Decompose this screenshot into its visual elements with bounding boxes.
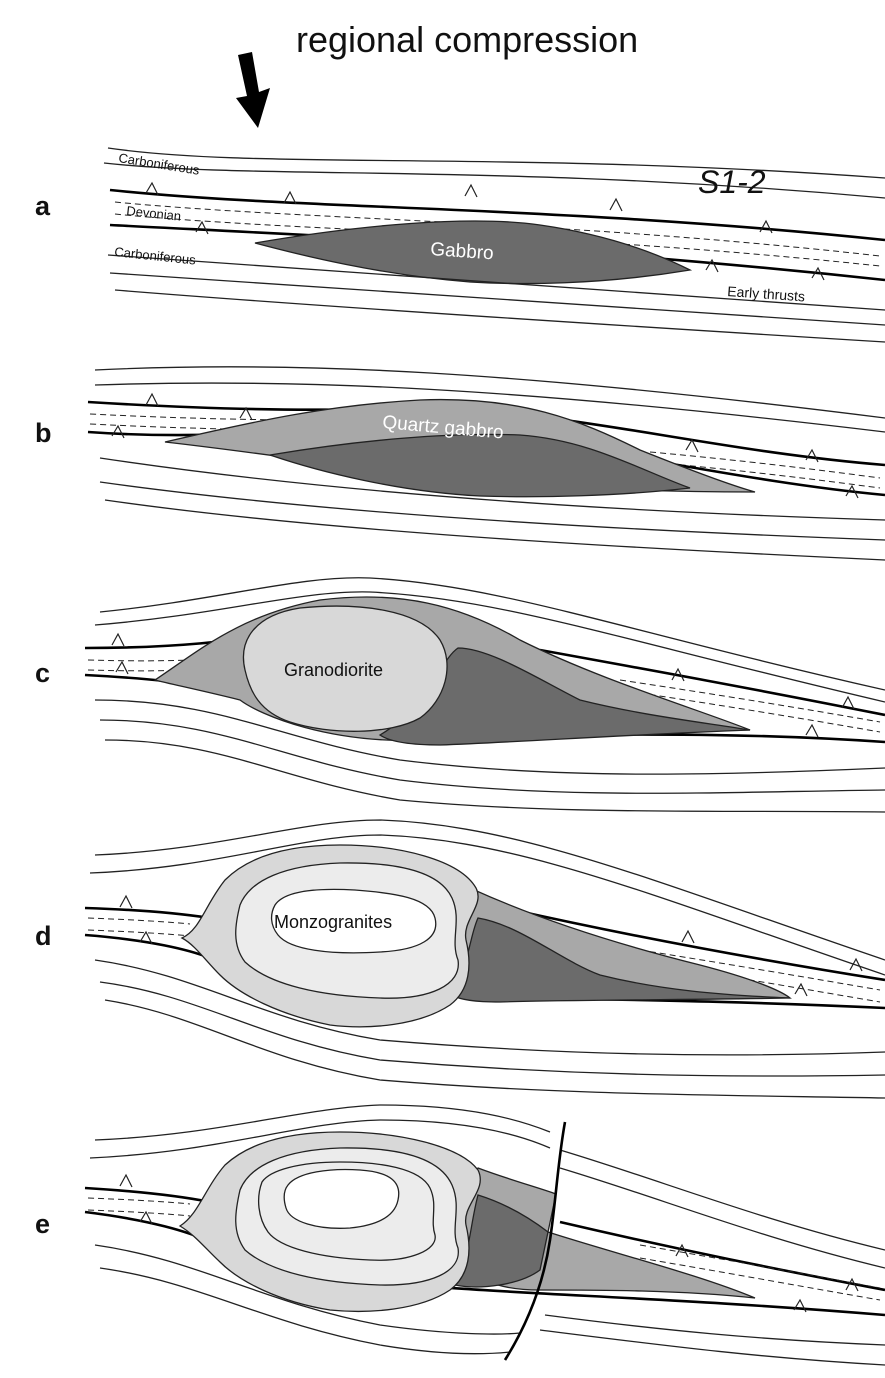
gabbro-label: Gabbro [430,239,495,264]
devonian-label: Devonian [126,203,182,224]
panel-d: d Monzogranites [35,819,885,1099]
panel-letter: d [35,921,52,951]
granodiorite-label: Granodiorite [284,660,383,680]
gabbro-body [451,917,791,1003]
panel-a: a Carboniferous Devonian Carboniferous S… [35,147,885,343]
compression-arrow-icon [236,52,270,128]
early-thrusts-label: Early thrusts [727,283,806,304]
gabbro-body [269,433,691,498]
diagram-title: regional compression [296,19,638,60]
gabbro-body [378,647,751,746]
s12-label: S1-2 [698,164,766,200]
panel-e: e [35,1104,885,1366]
panel-c: c Granodiorite [35,577,885,813]
carboniferous-bottom-label: Carboniferous [114,244,197,268]
panel-letter: a [35,191,51,221]
panel-letter: b [35,418,52,448]
carboniferous-top-label: Carboniferous [118,150,201,178]
granodiorite-body [242,605,448,732]
monzogranite-core-body [283,1168,400,1229]
panel-b: b Quartz gabbro [35,366,885,561]
panel-letter: c [35,658,50,688]
monzogranite-core-body [270,888,437,954]
fault-line [503,1121,567,1361]
gabbro-body [254,220,693,285]
monzogranites-label: Monzogranites [274,912,392,932]
panel-letter: e [35,1209,50,1239]
